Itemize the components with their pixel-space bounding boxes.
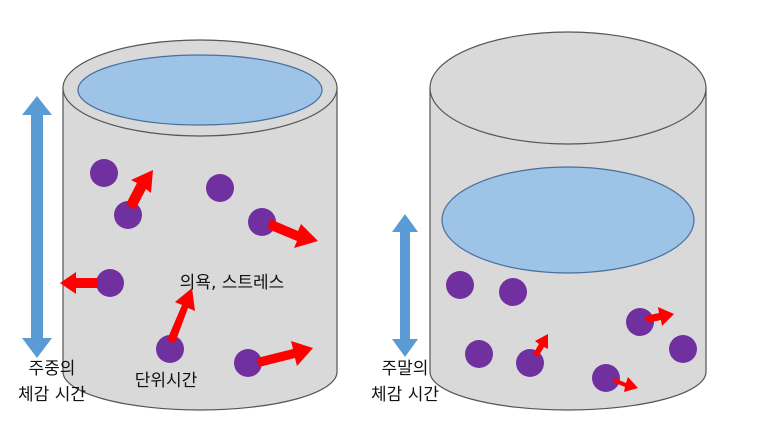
particle — [206, 174, 234, 202]
weekday-time-arrow — [22, 96, 52, 358]
particle — [465, 340, 493, 368]
particle-with-arrow — [248, 208, 318, 248]
weekday-particles — [60, 159, 318, 377]
weekday-label-line1: 주중의 — [29, 359, 76, 379]
particle-with-arrow — [626, 307, 674, 336]
unit-time-label: 단위시간 — [135, 371, 198, 391]
weekend-label-line2: 체감 시간 — [371, 385, 439, 405]
particle — [446, 271, 474, 299]
weekend-time-arrow — [392, 214, 418, 357]
weekday-cylinder — [62, 39, 338, 411]
motivation-stress-label: 의욕, 스트레스 — [180, 273, 285, 293]
particle-with-arrow — [60, 269, 124, 297]
particle-with-arrow — [114, 170, 153, 229]
particle-with-arrow — [156, 288, 195, 363]
particle — [499, 278, 527, 306]
weekend-particles — [446, 271, 697, 392]
particle-with-arrow — [592, 364, 638, 392]
particle-with-arrow — [516, 334, 548, 377]
weekend-water-surface — [441, 166, 695, 274]
weekday-water-surface — [77, 54, 323, 126]
particle — [669, 335, 697, 363]
weekend-label-line1: 주말의 — [382, 359, 429, 379]
particle-with-arrow — [234, 341, 313, 377]
particle — [90, 159, 118, 187]
weekday-label-line2: 체감 시간 — [18, 385, 86, 405]
